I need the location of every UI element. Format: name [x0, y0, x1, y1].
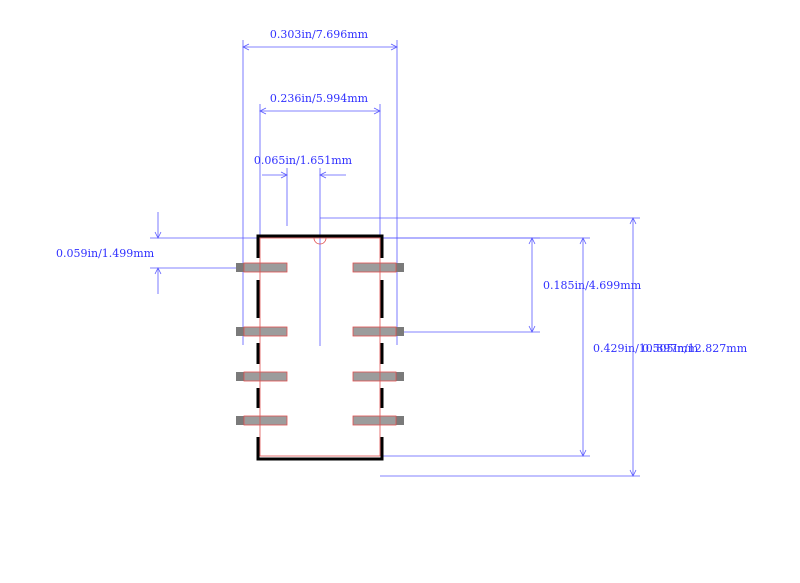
pin1-notch: [313, 237, 327, 245]
pad: [236, 262, 288, 273]
dimension-body-length: 0.429in/10.897mm: [382, 237, 699, 457]
body-outline: [256, 234, 384, 461]
dimension-pad-height: 0.059in/1.499mm: [56, 212, 258, 294]
pad: [352, 326, 404, 337]
body-length-label: 0.429in/10.897mm: [593, 342, 699, 355]
pad-height-label: 0.059in/1.499mm: [56, 247, 155, 260]
pin-pitch-label: 0.065in/1.651mm: [254, 154, 353, 167]
pads-right: [352, 262, 404, 426]
dimension-pin-span: 0.185in/4.699mm: [382, 237, 642, 333]
dimension-overall-length: 0.505in/12.827mm: [320, 217, 748, 477]
body-width-label: 0.236in/5.994mm: [270, 92, 369, 105]
pin-span-label: 0.185in/4.699mm: [543, 279, 642, 292]
pad: [352, 415, 404, 426]
overall-length-label: 0.505in/12.827mm: [642, 342, 748, 355]
overall-width-label: 0.303in/7.696mm: [270, 28, 369, 41]
pad: [352, 371, 404, 382]
pad: [236, 415, 288, 426]
pad: [236, 371, 288, 382]
dimension-pin-pitch: 0.065in/1.651mm: [254, 154, 353, 346]
pad: [236, 326, 288, 337]
pads-left: [236, 262, 288, 426]
pad: [352, 262, 404, 273]
dimension-overall-width: 0.303in/7.696mm: [242, 28, 398, 345]
dimension-body-width: 0.236in/5.994mm: [259, 92, 381, 236]
courtyard-outline: [259, 237, 381, 457]
